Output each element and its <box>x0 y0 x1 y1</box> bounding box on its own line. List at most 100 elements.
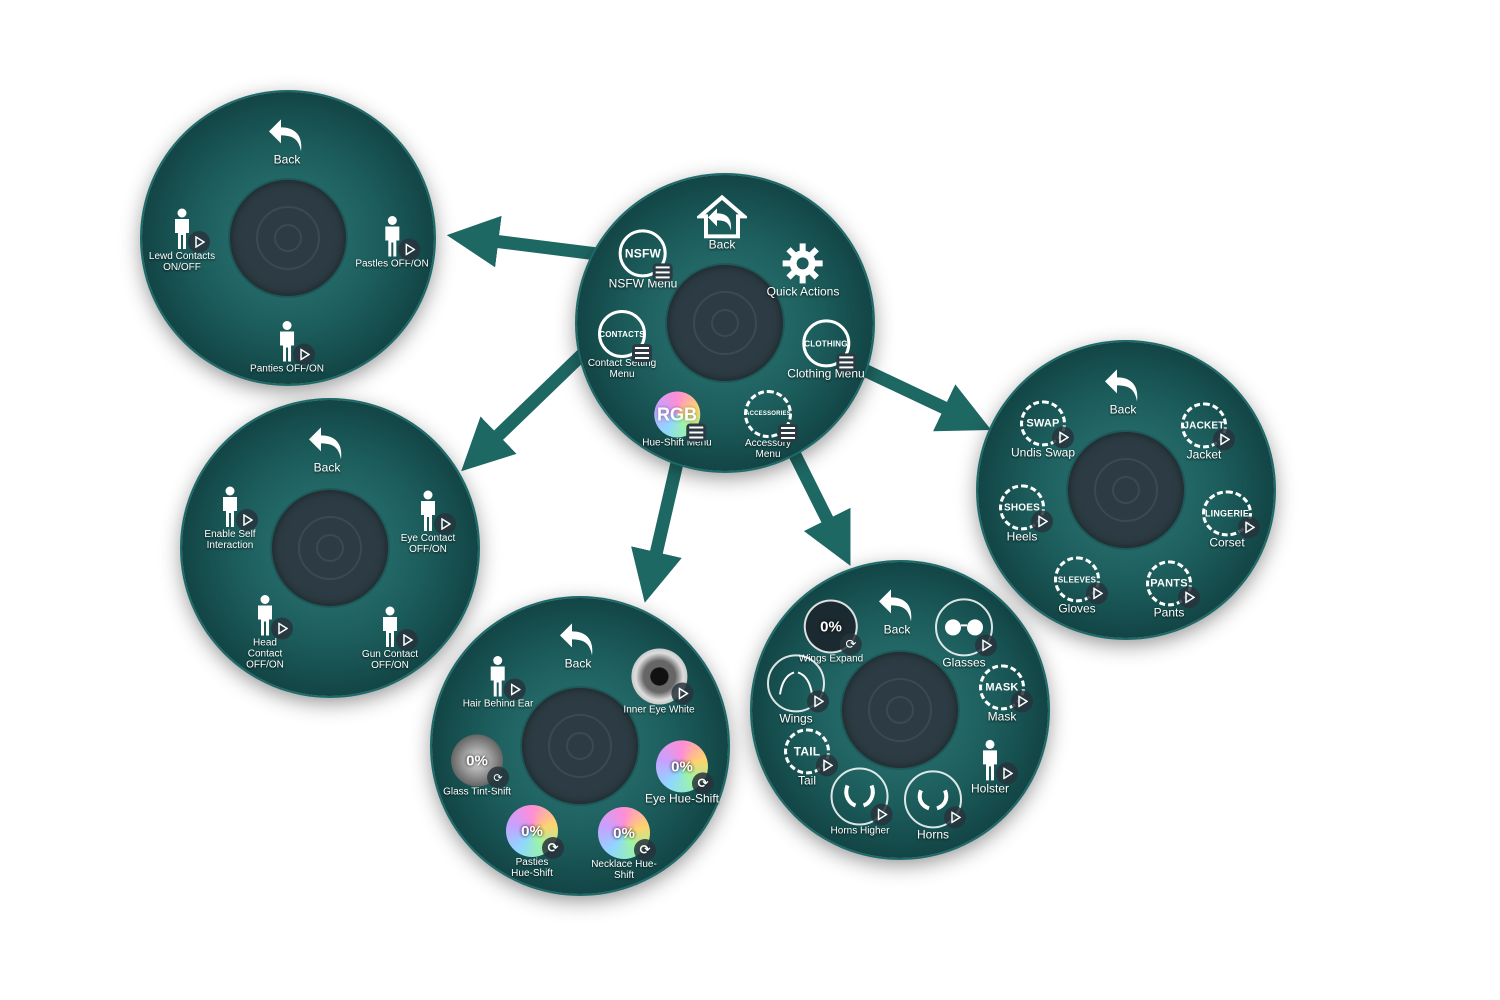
quick-actions-button[interactable]: Quick Actions <box>767 241 839 298</box>
submenu-icon <box>632 344 652 362</box>
percent-value: 0% <box>671 757 693 775</box>
back-arrow-icon <box>558 621 598 657</box>
hue-wheel-icon: 0% ⟳ <box>655 740 714 795</box>
toggle-gloves[interactable]: SLEEVES Gloves <box>1054 556 1108 615</box>
back-button[interactable]: Back <box>307 425 347 474</box>
play-icon <box>396 629 418 651</box>
gear-icon <box>781 241 825 285</box>
back-button[interactable]: Back <box>1103 367 1143 416</box>
toggle-self-interaction[interactable]: Enable Self Interaction <box>200 485 260 551</box>
toggle-jacket[interactable]: JACKET Jacket <box>1181 402 1235 461</box>
play-icon <box>434 513 456 535</box>
lingerie-badge-icon: LINGERIE <box>1202 490 1252 537</box>
play-icon <box>996 762 1018 785</box>
toggle-head-contact[interactable]: Head Contact OFF/ON <box>235 594 295 671</box>
swap-badge-icon: SWAP <box>1020 400 1066 447</box>
mask-badge-icon: MASK <box>979 664 1025 711</box>
play-icon <box>1086 582 1108 605</box>
contact-setting-menu-button[interactable]: CONTACTS Contact Setting Menu <box>587 310 657 380</box>
pants-badge-icon: PANTS <box>1146 560 1192 607</box>
wheel-hub <box>667 265 783 381</box>
person-icon <box>408 489 456 535</box>
wings-icon <box>767 654 829 713</box>
arrow-to-clothing <box>857 362 992 432</box>
main-menu-wheel: Back Quick Actions NSFW NSFW Menu CONTAC… <box>577 175 873 471</box>
pasties-hue-shift-radial[interactable]: 0% ⟳ Pasties Hue-Shift <box>504 805 564 879</box>
back-button[interactable]: Back <box>877 587 917 636</box>
toggle-panties[interactable]: Panties OFF/ON <box>250 320 324 375</box>
toggle-inner-eye-white[interactable]: Inner Eye White <box>623 648 695 716</box>
accessory-menu-button[interactable]: ACCESSORIES Accessory Menu <box>740 390 798 460</box>
play-icon <box>1052 426 1074 449</box>
play-icon <box>271 617 293 640</box>
arrow-to-nsfw <box>446 215 606 268</box>
horns-icon <box>904 770 966 829</box>
wheel-hub <box>842 652 958 768</box>
necklace-hue-shift-radial[interactable]: 0% ⟳ Necklace Hue-Shift <box>591 807 657 881</box>
play-icon <box>1238 516 1260 539</box>
percent-value: 0% <box>613 824 635 842</box>
toggle-lewd-contacts[interactable]: Lewd Contacts ON/OFF <box>147 207 217 273</box>
toggle-horns[interactable]: Horns <box>904 770 966 841</box>
toggle-hair-behind-ear[interactable]: Hair Behind Ear <box>463 655 533 710</box>
play-icon <box>1178 586 1200 609</box>
person-icon <box>210 485 258 531</box>
toggle-wings[interactable]: Wings <box>767 654 829 725</box>
play-icon <box>293 343 315 366</box>
toggle-horns-higher[interactable]: Horns Higher <box>830 767 893 837</box>
nsfw-menu-wheel: Back Lewd Contacts ON/OFF Pastles OFF/ON… <box>142 92 434 384</box>
play-icon <box>870 803 893 826</box>
clothing-menu-wheel: Back SWAP Undis Swap JACKET Jacket SHOES… <box>978 342 1274 638</box>
wheel-hub <box>1068 432 1184 548</box>
play-icon <box>816 754 838 777</box>
wheel-hub <box>230 180 346 296</box>
toggle-heels[interactable]: SHOES Heels <box>999 484 1053 543</box>
reset-icon: ⟳ <box>542 837 564 859</box>
back-button[interactable]: Back <box>267 117 307 166</box>
tail-badge-icon: TAIL <box>784 728 830 775</box>
nsfw-badge-icon: NSFW <box>619 229 667 278</box>
play-icon <box>1213 428 1235 451</box>
percent-value: 0% <box>521 822 543 840</box>
percent-value: 0% <box>820 618 842 635</box>
back-arrow-icon <box>307 425 347 461</box>
toggle-gun-contact[interactable]: Gun Contact OFF/ON <box>360 605 420 671</box>
play-icon <box>236 509 258 531</box>
submenu-icon <box>685 423 706 442</box>
person-icon <box>970 738 1018 785</box>
hue-shift-menu-button[interactable]: RGB Hue-Shift Menu <box>642 391 712 449</box>
toggle-glasses[interactable]: Glasses <box>935 598 997 669</box>
arrow-to-accessory <box>784 442 851 566</box>
toggle-holster[interactable]: Holster <box>970 738 1018 795</box>
shoes-badge-icon: SHOES <box>999 484 1045 531</box>
reset-icon: ⟳ <box>839 633 862 656</box>
play-icon <box>504 678 526 701</box>
wings-expand-radial[interactable]: 0% ⟳ Wings Expand <box>799 599 863 665</box>
back-button[interactable]: Back <box>558 621 598 670</box>
clothing-menu-button[interactable]: CLOTHING Clothing Menu <box>787 319 865 380</box>
wheel-hub <box>522 688 638 804</box>
toggle-undis-swap[interactable]: SWAP Undis Swap <box>1011 400 1075 459</box>
toggle-eye-contact[interactable]: Eye Contact OFF/ON <box>398 489 458 555</box>
toggle-pants[interactable]: PANTS Pants <box>1146 560 1200 619</box>
nsfw-menu-button[interactable]: NSFW NSFW Menu <box>609 229 677 290</box>
play-icon <box>944 806 966 829</box>
glass-tint-shift-radial[interactable]: 0% ⟳ Glass Tint-Shift <box>443 734 511 798</box>
toggle-tail[interactable]: TAIL Tail <box>784 728 838 787</box>
toggle-mask[interactable]: MASK Mask <box>979 664 1033 723</box>
horns-icon <box>830 767 893 826</box>
reset-icon: ⟳ <box>487 766 509 789</box>
play-icon <box>188 231 210 253</box>
eye-hue-shift-radial[interactable]: 0% ⟳ Eye Hue-Shift <box>645 740 719 805</box>
back-arrow-icon <box>1103 367 1143 403</box>
person-icon <box>267 320 315 366</box>
toggle-pastles[interactable]: Pastles OFF/ON <box>355 215 429 270</box>
home-back-button[interactable]: Back <box>697 194 747 251</box>
hue-shift-menu-wheel: Back Hair Behind Ear Inner Eye White 0% … <box>432 598 728 894</box>
toggle-corset[interactable]: LINGERIE Corset <box>1202 490 1260 549</box>
percent-value: 0% <box>466 752 488 769</box>
submenu-icon <box>835 353 856 372</box>
hue-wheel-icon: 0% ⟳ <box>598 807 656 861</box>
reset-icon: ⟳ <box>691 772 714 795</box>
